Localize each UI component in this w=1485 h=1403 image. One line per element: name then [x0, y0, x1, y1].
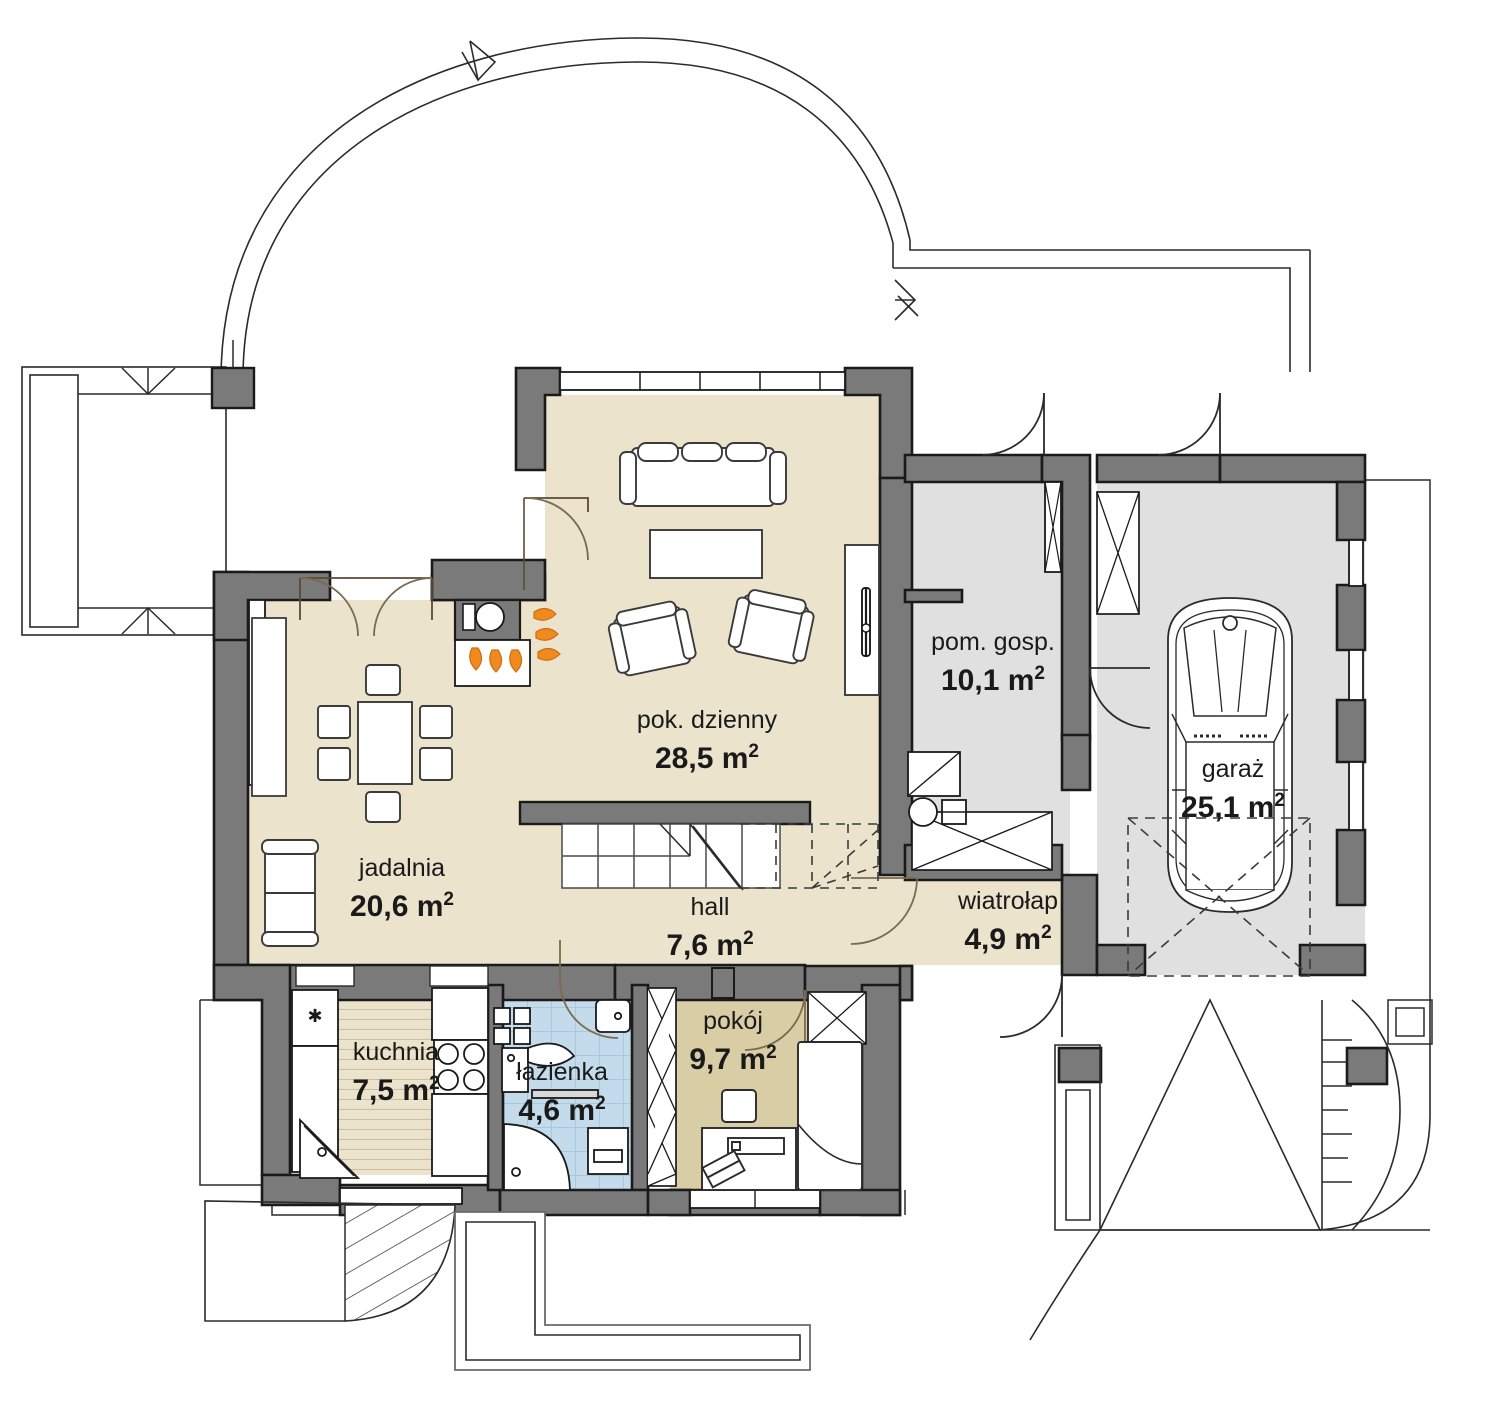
dining-sideboard: [251, 617, 287, 797]
room-area-pok-dzienny: 28,5 m2: [655, 741, 759, 775]
room-name-garaz: garaż: [1202, 755, 1265, 783]
room-name-pokoj: pokój: [703, 1007, 763, 1035]
fireplace-flames: [469, 607, 561, 673]
driveway-canopy: [1029, 998, 1431, 1341]
svg-text:✱: ✱: [307, 1006, 322, 1026]
bottom-terrace: [204, 1200, 811, 1371]
room-area-garaz: 25,1 m2: [1181, 790, 1285, 824]
kitchen-wall-cabinets: [493, 1007, 531, 1045]
wall-stubs: [295, 964, 1389, 1086]
garage-door-swing: [1127, 817, 1311, 977]
dining-furniture: [261, 664, 453, 947]
room-area-hall: 7,6 m2: [666, 928, 753, 962]
room-name-jadalnia: jadalnia: [358, 854, 445, 882]
doors: [299, 392, 1221, 1051]
pergola-post: [210, 366, 256, 410]
room-fill-living: [248, 395, 1080, 978]
room-area-wiatrolap: 4,9 m2: [964, 922, 1051, 956]
room-area-pom-gosp: 10,1 m2: [941, 663, 1045, 697]
utility-fixtures: [907, 751, 967, 827]
fireplace: [453, 598, 561, 687]
site-outline: [220, 37, 1311, 381]
door-leaf-marks: [711, 967, 735, 999]
bathroom-fixtures: [501, 999, 631, 1191]
left-terrace: [21, 366, 227, 636]
car-outline: [1167, 597, 1293, 913]
living-room-furniture: [607, 442, 880, 696]
right-outline-detail: [1387, 999, 1433, 1045]
room-labels: pok. dzienny 28,5 m2 jadalnia 20,6 m2 ha…: [350, 628, 1285, 1127]
room-name-kuchnia: kuchnia: [353, 1038, 439, 1066]
room-area-pokoj: 9,7 m2: [689, 1042, 776, 1076]
room-fill-garage-lower: [1097, 875, 1365, 975]
closet-boxes: [647, 491, 1140, 1187]
bedroom-furniture: [701, 1041, 863, 1191]
staircase-up: [518, 800, 879, 891]
kitchen-fixtures: ✱: [291, 987, 489, 1179]
room-name-wiatrolap: wiatrołap: [957, 887, 1058, 915]
room-name-hall: hall: [691, 893, 730, 921]
room-name-pok-dzienny: pok. dzienny: [637, 706, 778, 734]
walls: [212, 366, 1367, 1217]
room-name-pom-gosp: pom. gosp.: [931, 628, 1055, 656]
room-name-lazienka: łazienka: [516, 1058, 608, 1086]
room-area-kuchnia: 7,5 m2: [352, 1073, 439, 1107]
room-area-lazienka: 4,6 m2: [518, 1093, 605, 1127]
room-area-jadalnia: 20,6 m2: [350, 889, 454, 923]
